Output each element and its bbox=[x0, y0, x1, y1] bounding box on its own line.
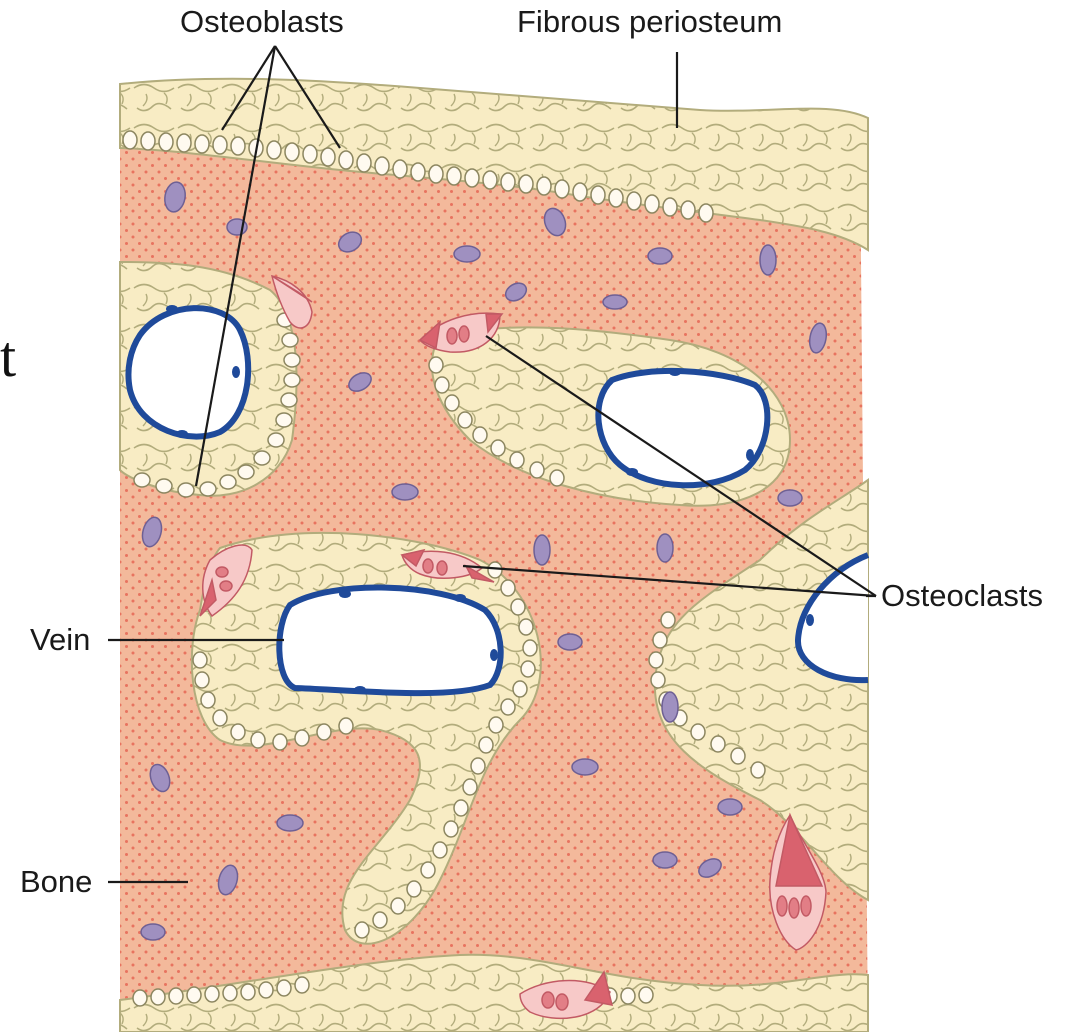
label-osteoblasts: Osteoblasts bbox=[180, 6, 344, 37]
label-osteoclasts: Osteoclasts bbox=[881, 580, 1043, 611]
label-bone: Bone bbox=[20, 866, 92, 897]
vein-left bbox=[128, 308, 248, 436]
label-fibrous-periosteum: Fibrous periosteum bbox=[517, 6, 782, 37]
label-vein: Vein bbox=[30, 624, 90, 655]
vein-middle bbox=[279, 588, 500, 694]
stray-letter: t bbox=[0, 328, 16, 386]
